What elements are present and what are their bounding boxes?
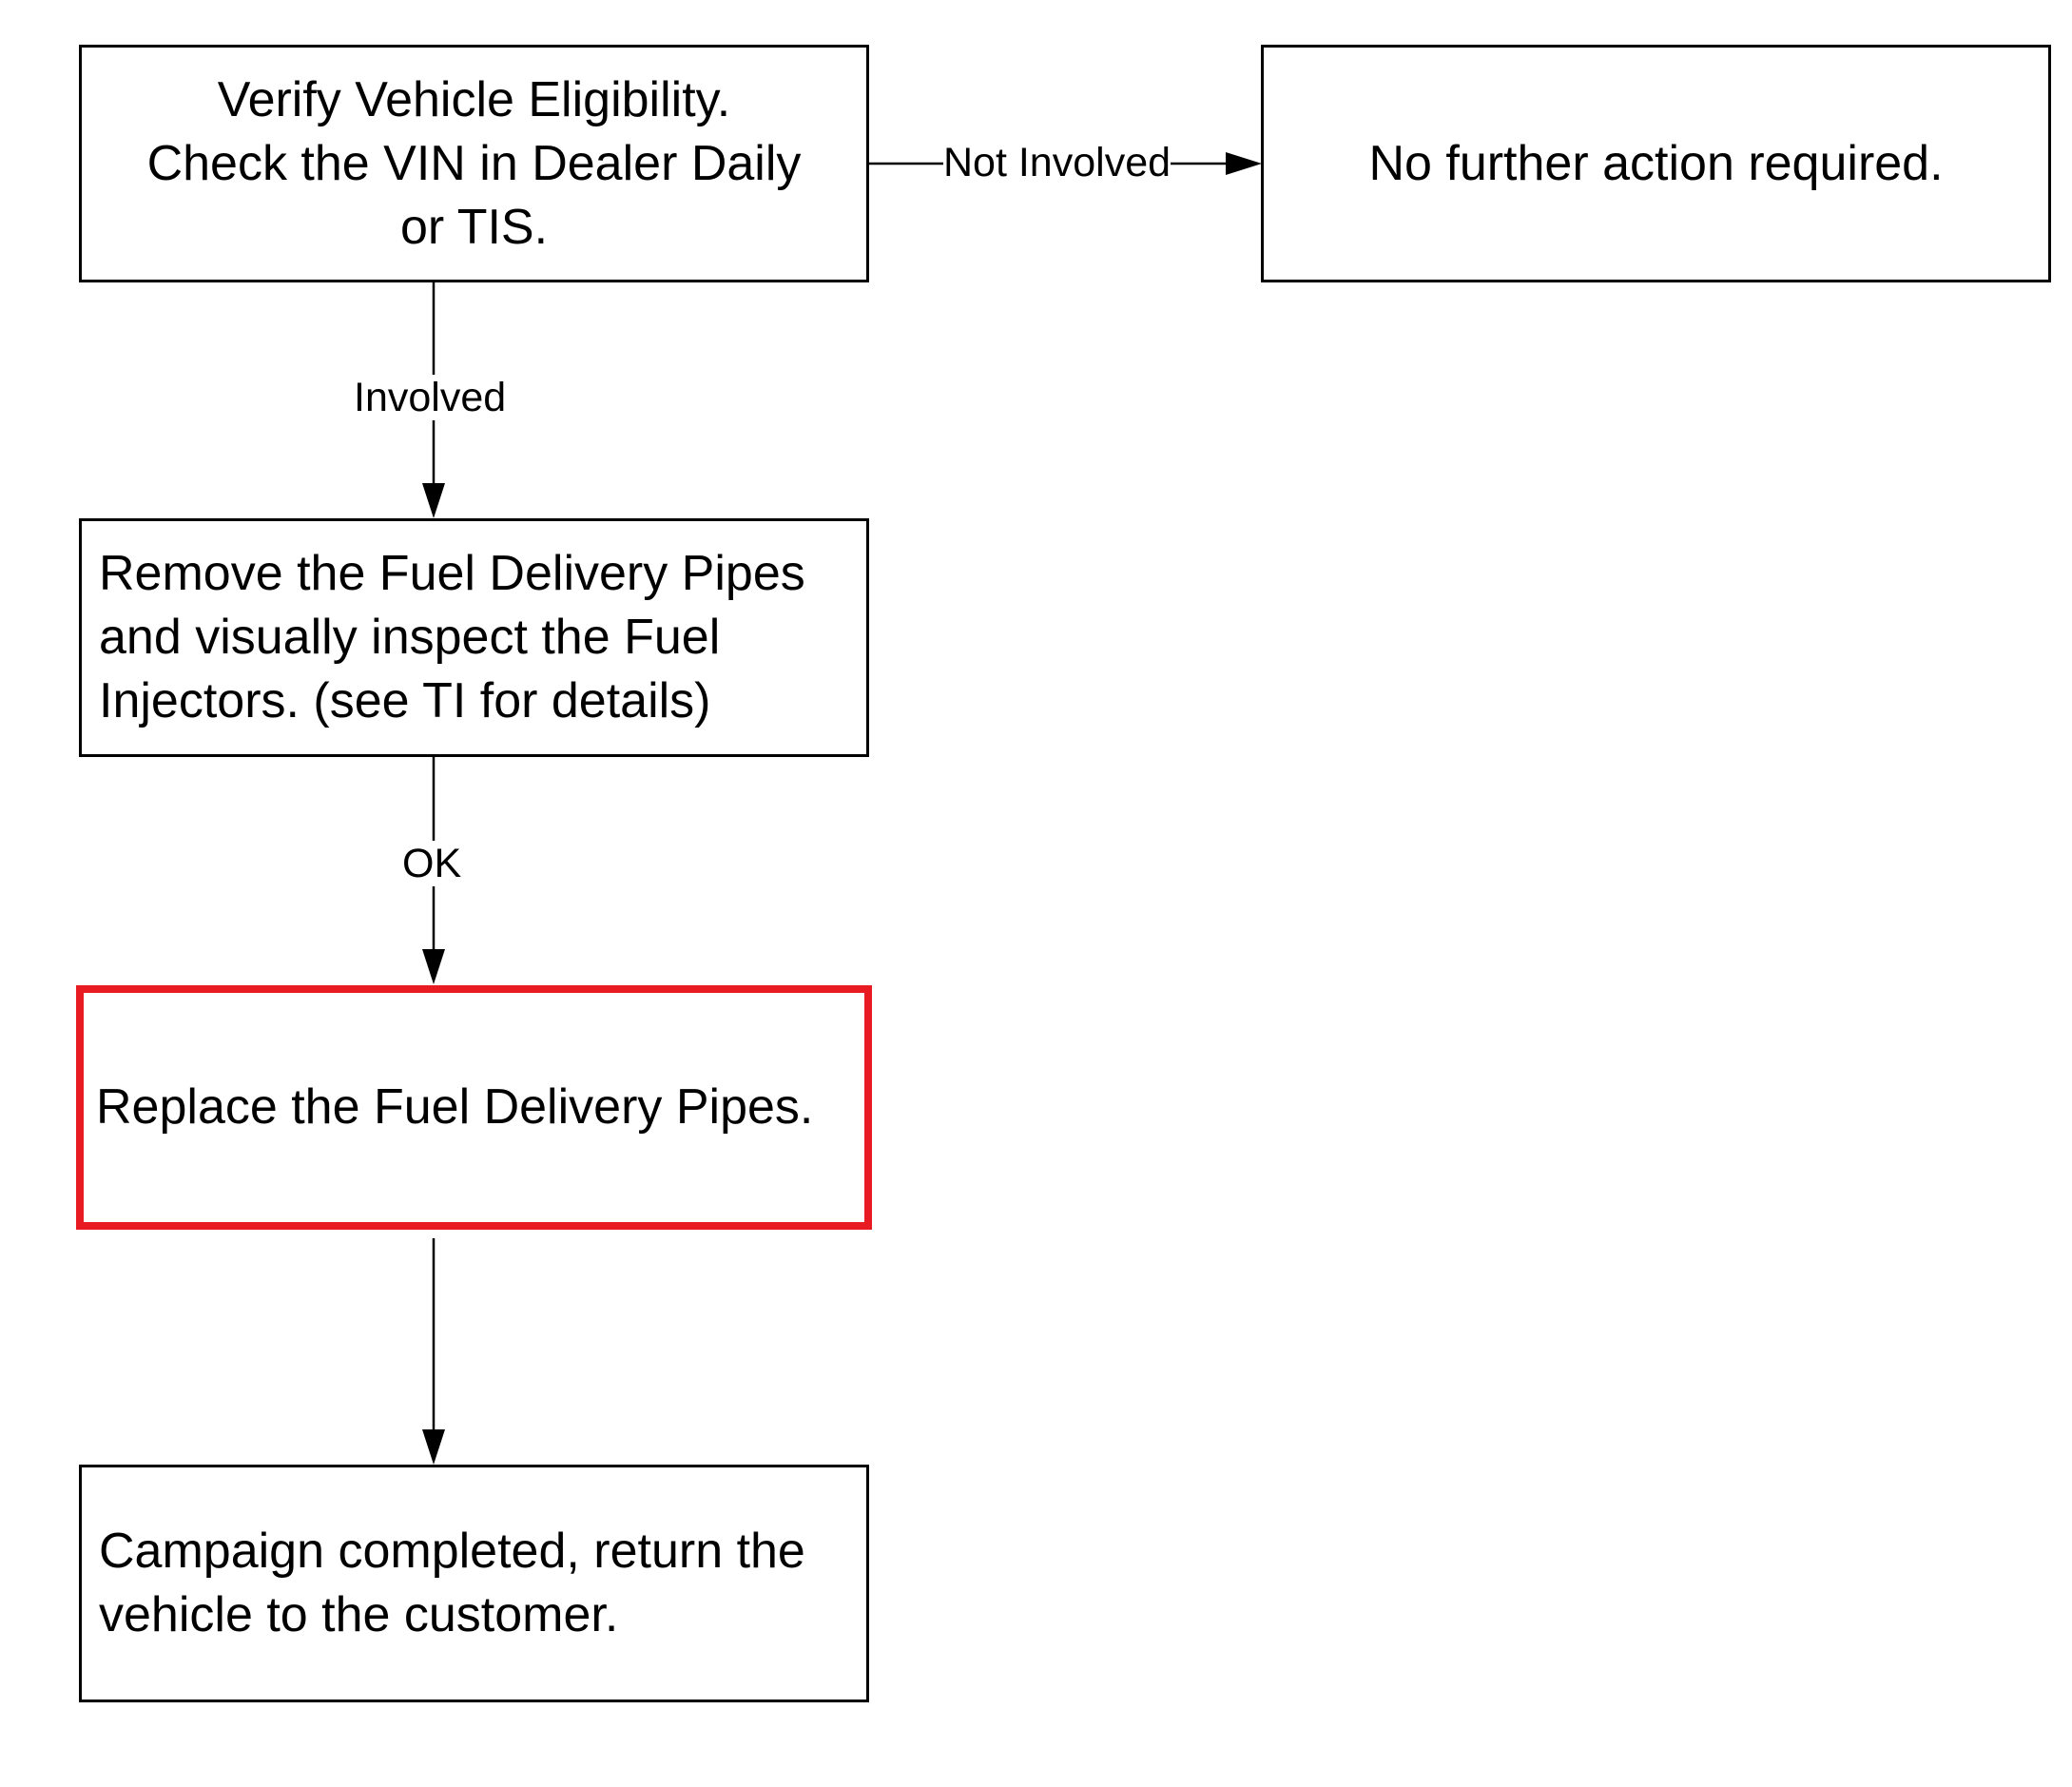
completed-line-2: vehicle to the customer.: [99, 1587, 619, 1642]
arrowhead-not-involved: [1226, 152, 1262, 175]
node-no-action: No further action required.: [1261, 45, 2051, 282]
arrowhead-ok: [422, 949, 445, 984]
node-verify-eligibility: Verify Vehicle Eligibility. Check the VI…: [79, 45, 869, 282]
arrowhead-involved: [422, 483, 445, 518]
verify-line-2: Check the VIN in Dealer Daily: [146, 135, 802, 191]
remove-line-2: and visually inspect the Fuel: [99, 610, 721, 665]
verify-line-1: Verify Vehicle Eligibility.: [217, 71, 731, 127]
edge-label-involved: Involved: [352, 375, 509, 420]
node-campaign-completed: Campaign completed, return the vehicle t…: [79, 1465, 869, 1702]
verify-line-3: or TIS.: [399, 199, 549, 255]
remove-line-3: Injectors. (see TI for details): [99, 673, 711, 728]
edge-label-not-involved: Not Involved: [943, 140, 1172, 185]
no-action-text: No further action required.: [1368, 135, 1944, 191]
completed-line-1: Campaign completed, return the: [99, 1524, 805, 1579]
arrowhead-completed: [422, 1429, 445, 1465]
replace-text: Replace the Fuel Delivery Pipes.: [96, 1079, 814, 1135]
node-replace-pipes: Replace the Fuel Delivery Pipes.: [76, 985, 872, 1230]
node-remove-inspect: Remove the Fuel Delivery Pipes and visua…: [79, 518, 869, 757]
remove-line-1: Remove the Fuel Delivery Pipes: [99, 546, 805, 601]
edge-label-ok: OK: [400, 841, 464, 886]
